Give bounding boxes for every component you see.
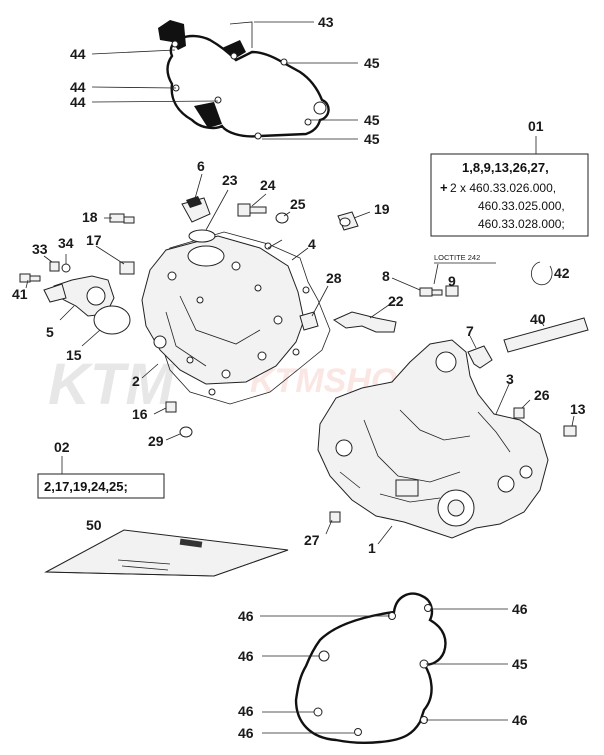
kit-02-line-1: 2,17,19,24,25;: [44, 479, 128, 494]
kit-01-box: 01 1,8,9,13,26,27, + 2 x 460.33.026.000,…: [430, 118, 589, 237]
callout-19: 19: [374, 201, 390, 217]
kit-01-plus: +: [440, 180, 448, 195]
callout-46: 46: [238, 703, 254, 719]
small-parts-left: [19, 196, 359, 438]
small-parts-right: [329, 261, 589, 523]
callout-46: 46: [512, 712, 528, 728]
callout-numbers: 43 44 45 44 44 45 45 6 23 24 25 19 18 4 …: [12, 14, 586, 741]
callout-3: 3: [506, 371, 514, 387]
callout-33: 33: [32, 241, 48, 257]
owners-manual: [44, 529, 289, 577]
callout-29: 29: [148, 433, 164, 449]
callout-25: 25: [290, 196, 306, 212]
callout-7: 7: [466, 323, 474, 339]
callout-40: 40: [530, 311, 546, 327]
kit-01-line-2: 2 x 460.33.026.000,: [450, 181, 556, 195]
clutch-cover-gasket: [153, 231, 331, 405]
crankcase: [317, 339, 549, 539]
callout-17: 17: [86, 232, 102, 248]
callout-46: 46: [238, 725, 254, 741]
callout-44: 44: [70, 46, 86, 62]
callout-26: 26: [534, 387, 550, 403]
kit-02-box: 02 2,17,19,24,25;: [37, 439, 165, 499]
callout-18: 18: [82, 209, 98, 225]
kit-01-line-3: 460.33.025.000,: [478, 199, 565, 213]
kit-01-line-1: 1,8,9,13,26,27,: [462, 160, 549, 175]
callout-13: 13: [570, 401, 586, 417]
callout-44: 44: [70, 79, 86, 95]
kit-01-number: 01: [528, 118, 544, 134]
callout-45: 45: [364, 55, 380, 71]
kit-01-line-4: 460.33.028.000;: [478, 217, 565, 231]
clutch-cover-assembly: [141, 231, 331, 405]
callout-45: 45: [364, 131, 380, 147]
callout-46: 46: [238, 608, 254, 624]
callout-43: 43: [318, 14, 334, 30]
kit-02-number: 02: [54, 439, 70, 455]
callout-22: 22: [388, 293, 404, 309]
watermark-left: KTM: [48, 352, 175, 417]
callout-46: 46: [238, 648, 254, 664]
callout-45: 45: [512, 656, 528, 672]
callout-41: 41: [12, 286, 28, 302]
callout-4: 4: [308, 236, 316, 252]
leader-lines: [25, 173, 575, 734]
callout-15: 15: [66, 347, 82, 363]
water-pump-cover-gasket: [294, 592, 447, 745]
callout-8: 8: [382, 268, 390, 284]
callout-50: 50: [86, 517, 102, 533]
callout-44: 44: [70, 94, 86, 110]
callout-6: 6: [197, 158, 205, 174]
clutch-cover-gasket-top: [158, 20, 330, 140]
callout-45: 45: [364, 112, 380, 128]
clutch-cover: [141, 235, 305, 385]
callout-1: 1: [368, 540, 376, 556]
callout-23: 23: [222, 172, 238, 188]
callout-2: 2: [132, 373, 140, 389]
callout-46: 46: [512, 601, 528, 617]
callout-16: 16: [132, 406, 148, 422]
callout-24: 24: [260, 177, 276, 193]
callout-42: 42: [554, 265, 570, 281]
loctite-label: LOCTITE 242: [434, 253, 480, 262]
callout-34: 34: [58, 235, 74, 251]
callout-27: 27: [304, 532, 320, 548]
leader-lines-top: [91, 21, 358, 140]
callout-5: 5: [46, 324, 54, 340]
callout-28: 28: [326, 270, 342, 286]
callout-9: 9: [448, 273, 456, 289]
